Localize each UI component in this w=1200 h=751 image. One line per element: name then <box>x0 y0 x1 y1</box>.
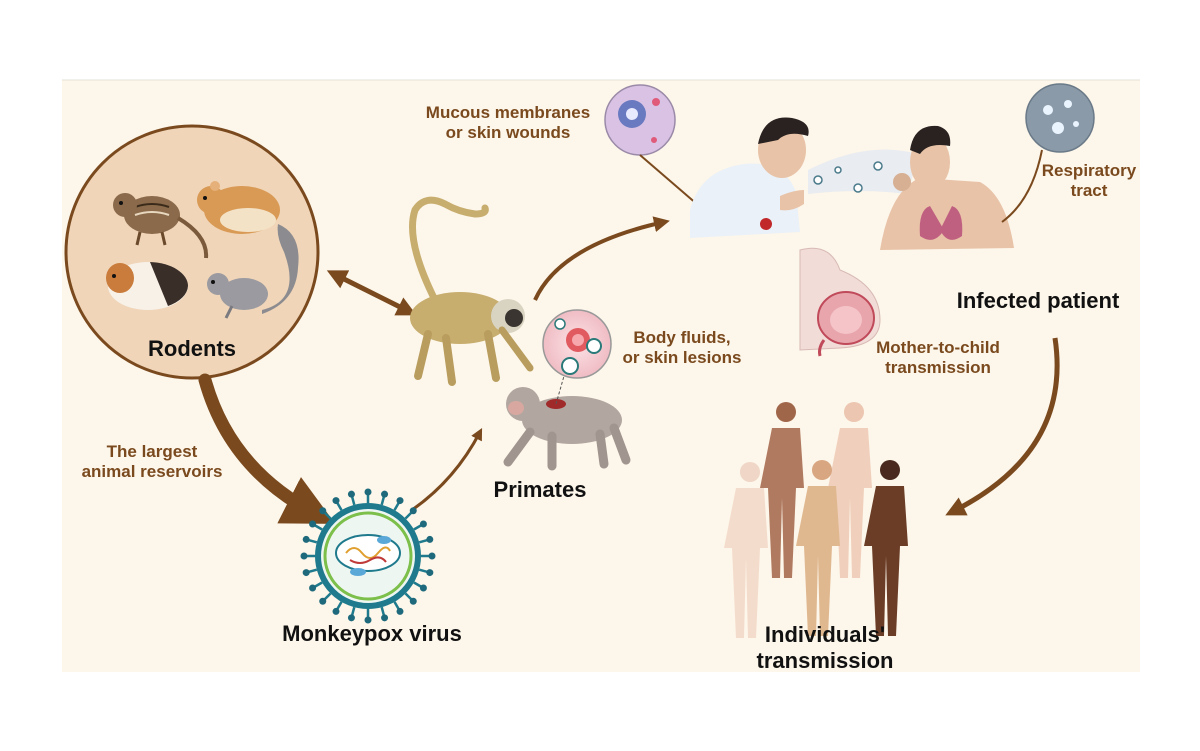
respiratory-tract-label: Respiratory tract <box>1041 161 1137 201</box>
virus-spike-head <box>319 597 327 605</box>
mucous-membranes-label: Mucous membranes or skin wounds <box>425 103 591 143</box>
person-5 <box>864 460 908 636</box>
arrow-primates-to-humans <box>533 216 670 301</box>
virus-spike-head <box>332 607 340 615</box>
person-1 <box>760 402 804 578</box>
coughing-person-icon <box>690 117 809 238</box>
respiratory-droplets <box>808 149 918 194</box>
virus-spike-head <box>419 520 427 528</box>
virus-spike-head <box>396 607 404 615</box>
person-4 <box>796 460 840 636</box>
arrow-rodents-primates <box>326 270 417 316</box>
virus-spike-head <box>309 520 317 528</box>
squirrel-icon <box>207 224 299 319</box>
virus-spike-head <box>347 614 355 622</box>
person-3 <box>724 462 768 638</box>
body-fluids-label: Body fluids, or skin lesions <box>622 328 742 368</box>
virus-spike-head <box>309 584 317 592</box>
pregnant-woman-icon <box>799 247 881 357</box>
virus-spike-head <box>364 488 372 496</box>
virus-spike-head <box>426 535 434 543</box>
virus-spike-head <box>364 616 372 624</box>
people-group-icon <box>724 402 908 638</box>
virus-spike-head <box>319 507 327 515</box>
guinea-pig-icon <box>106 262 189 310</box>
mucous-inset-icon <box>604 84 721 225</box>
arrow-virus-to-primates <box>411 428 483 512</box>
respiratory-inset-icon <box>1001 83 1095 223</box>
infected-patient-label: Infected patient <box>956 288 1120 313</box>
virus-spike-head <box>300 552 308 560</box>
virus-spike-head <box>428 552 436 560</box>
virus-spike-head <box>409 597 417 605</box>
individuals-transmission-label: Individuals' transmission <box>756 622 894 674</box>
macaque-icon <box>503 387 631 471</box>
virus-spike-head <box>302 569 310 577</box>
primates-label: Primates <box>493 477 587 502</box>
arrow-rodents-to-virus <box>198 373 336 524</box>
virus-icon <box>300 488 436 624</box>
rodents-label: Rodents <box>148 336 236 361</box>
virus-spike-head <box>409 507 417 515</box>
virus-spike-head <box>381 490 389 498</box>
chipmunk-icon <box>113 193 209 259</box>
virus-spike-head <box>419 584 427 592</box>
arrow-patient-to-individuals <box>945 337 1060 516</box>
mother-to-child-label: Mother-to-child transmission <box>876 338 1000 378</box>
lesion-inset-icon <box>542 309 612 405</box>
monkey-icon <box>409 196 534 386</box>
hamster-icon <box>197 181 280 234</box>
virus-spike-head <box>396 497 404 505</box>
monkeypox-virus-label: Monkeypox virus <box>282 621 462 646</box>
largest-reservoirs-label: The largest animal reservoirs <box>81 442 223 482</box>
virus-spike-head <box>302 535 310 543</box>
virus-spike-head <box>381 614 389 622</box>
virus-spike-head <box>426 569 434 577</box>
infected-patient-icon <box>880 125 1014 250</box>
virus-spike-head <box>332 497 340 505</box>
virus-spike-head <box>347 490 355 498</box>
